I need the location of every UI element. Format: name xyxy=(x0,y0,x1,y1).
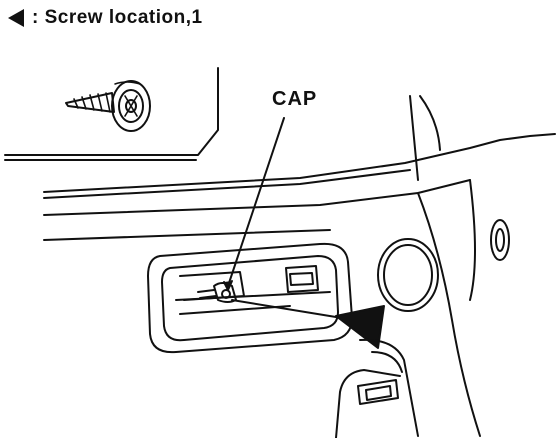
legend-text: : Screw location,1 xyxy=(32,7,203,28)
screw-location-marker xyxy=(231,299,385,349)
cap-leader-arrowhead xyxy=(223,280,233,291)
door-handle-escutcheon xyxy=(147,242,353,354)
cap-label: CAP xyxy=(272,88,318,110)
lower-pocket xyxy=(335,338,419,438)
door-panel-outline xyxy=(4,67,556,437)
cap-leader-line xyxy=(227,117,285,287)
speaker-grille xyxy=(377,238,439,312)
screw-location-arrow-icon xyxy=(8,9,24,27)
screw-icon xyxy=(65,80,151,132)
side-hole xyxy=(490,219,510,261)
legend: : Screw location,1 xyxy=(6,4,203,32)
